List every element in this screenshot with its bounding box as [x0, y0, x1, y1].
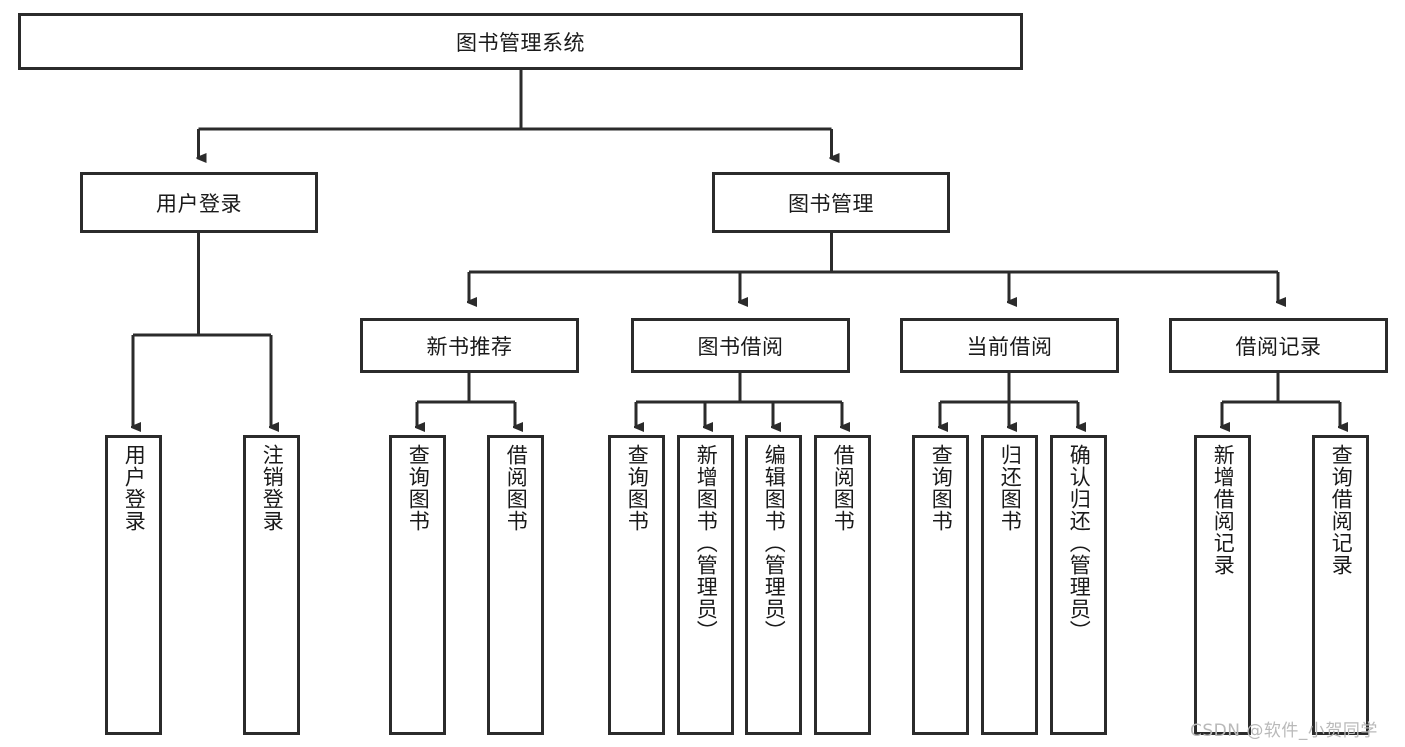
watermark-text: CSDN @软件_小贺同学	[1190, 721, 1378, 741]
node-book-borrow[interactable]: 图书借阅	[631, 318, 850, 373]
node-current-borrow[interactable]: 当前借阅	[900, 318, 1119, 373]
leaf-query-book-3-label: 查询图书	[929, 444, 954, 532]
leaf-add-book-label: 新增图书（管理员）	[694, 444, 719, 642]
node-new-book-recommend-label: 新书推荐	[426, 334, 513, 359]
leaf-borrow-book-2-label: 借阅图书	[831, 444, 856, 532]
leaf-query-book-1[interactable]: 查询图书	[389, 435, 446, 735]
node-user-login[interactable]: 用户登录	[80, 172, 318, 233]
leaf-logout[interactable]: 注销登录	[243, 435, 300, 735]
node-book-borrow-label: 图书借阅	[697, 334, 784, 359]
node-title[interactable]: 图书管理系统	[18, 13, 1023, 70]
leaf-add-book[interactable]: 新增图书（管理员）	[677, 435, 734, 735]
leaf-edit-book[interactable]: 编辑图书（管理员）	[745, 435, 802, 735]
leaf-confirm-return[interactable]: 确认归还（管理员）	[1050, 435, 1107, 735]
leaf-borrow-book-1[interactable]: 借阅图书	[487, 435, 544, 735]
leaf-borrow-book-1-label: 借阅图书	[504, 444, 529, 532]
leaf-confirm-return-label: 确认归还（管理员）	[1067, 444, 1092, 642]
leaf-add-record-label: 新增借阅记录	[1211, 444, 1236, 576]
leaf-user-login-label: 用户登录	[122, 444, 147, 532]
node-book-management[interactable]: 图书管理	[712, 172, 950, 233]
leaf-query-record[interactable]: 查询借阅记录	[1312, 435, 1369, 735]
leaf-borrow-book-2[interactable]: 借阅图书	[814, 435, 871, 735]
leaf-query-record-label: 查询借阅记录	[1329, 444, 1354, 576]
leaf-query-book-1-label: 查询图书	[406, 444, 431, 532]
node-current-borrow-label: 当前借阅	[966, 334, 1053, 359]
node-borrow-record-label: 借阅记录	[1235, 334, 1322, 359]
leaf-return-book-label: 归还图书	[998, 444, 1023, 532]
leaf-edit-book-label: 编辑图书（管理员）	[762, 444, 787, 642]
node-book-management-label: 图书管理	[788, 191, 874, 216]
leaf-user-login[interactable]: 用户登录	[105, 435, 162, 735]
leaf-query-book-2-label: 查询图书	[625, 444, 650, 532]
leaf-return-book[interactable]: 归还图书	[981, 435, 1038, 735]
node-borrow-record[interactable]: 借阅记录	[1169, 318, 1388, 373]
leaf-logout-label: 注销登录	[260, 444, 285, 532]
leaf-query-book-3[interactable]: 查询图书	[912, 435, 969, 735]
leaf-query-book-2[interactable]: 查询图书	[608, 435, 665, 735]
leaf-add-record[interactable]: 新增借阅记录	[1194, 435, 1251, 735]
node-user-login-label: 用户登录	[156, 191, 242, 216]
node-title-label: 图书管理系统	[456, 30, 585, 55]
node-new-book-recommend[interactable]: 新书推荐	[360, 318, 579, 373]
